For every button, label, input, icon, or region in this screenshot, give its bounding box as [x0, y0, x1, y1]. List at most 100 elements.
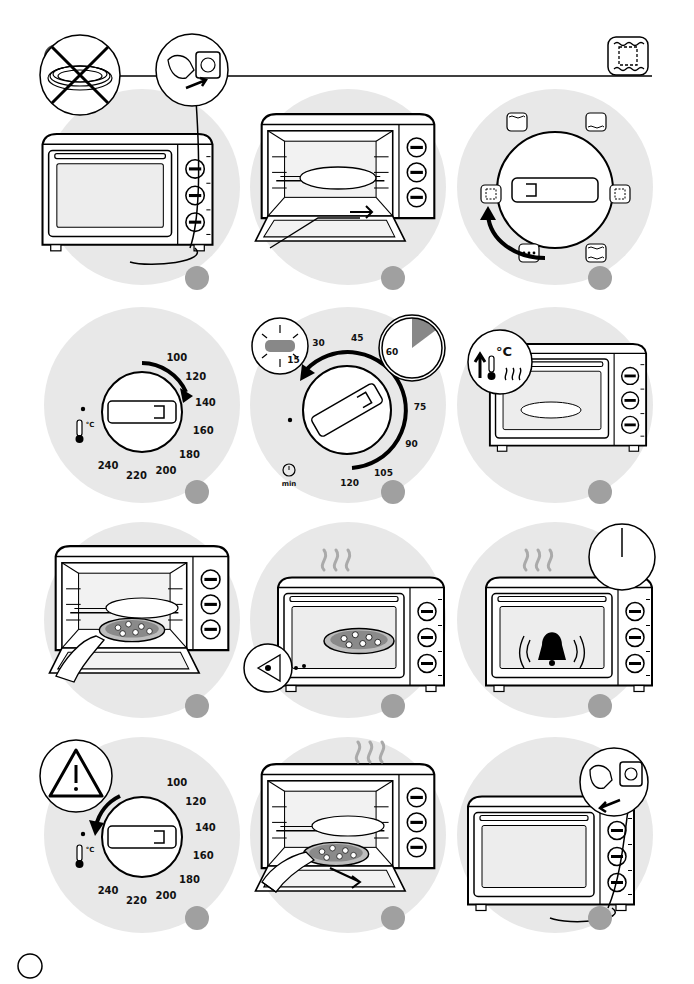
step-preheat [468, 330, 646, 451]
dial-number: 200 [156, 466, 177, 476]
dial-number: 180 [179, 875, 200, 885]
step-timer-dial [357, 392, 372, 407]
dial-number: 140 [195, 398, 216, 408]
step-function-dial [588, 247, 604, 259]
step-plug-in [190, 100, 198, 248]
dial-number: 45 [351, 333, 364, 342]
dial-number: 15 [287, 356, 300, 365]
step-plug-in [40, 35, 120, 115]
dial-number: 60 [386, 348, 399, 357]
step-timer-dial [279, 359, 280, 367]
panel-grounds [457, 89, 653, 285]
step-turn-off [77, 845, 82, 861]
step-number-badges [381, 906, 405, 930]
step-watch [302, 664, 306, 668]
step-timer-dial [382, 318, 442, 378]
step-timer-dial [252, 318, 308, 374]
step-unplug [600, 800, 620, 812]
step-number-badges [381, 480, 405, 504]
step-function-dial [588, 126, 604, 128]
step-plug-in [43, 134, 213, 251]
step-bell [621, 528, 623, 557]
panel-grounds [44, 737, 240, 933]
step-function-dial [481, 185, 501, 203]
step-number-badges [381, 694, 405, 718]
step-watch [265, 665, 271, 671]
step-bell [486, 578, 652, 692]
step-function-dial [481, 113, 630, 262]
step-remove-food [330, 868, 360, 888]
step-plug-in [186, 78, 206, 88]
step-unplug [468, 748, 648, 922]
step-number-badges [185, 480, 209, 504]
step-timer-dial [310, 382, 383, 437]
step-insert-food [56, 636, 104, 682]
step-function-dial [497, 132, 613, 248]
step-timer-dial [303, 366, 391, 454]
step-insert-tray [350, 206, 372, 218]
dial-number: 120 [185, 372, 206, 382]
unit-label: °C [86, 422, 95, 429]
step-function-dial [615, 189, 625, 199]
panel-grounds [250, 89, 446, 285]
dial-number: 240 [98, 886, 119, 896]
step-plug-in [156, 34, 228, 106]
step-function-dial [528, 252, 531, 255]
step-unplug [620, 762, 642, 786]
step-temperature-dial [81, 372, 182, 452]
step-function-dial [480, 113, 630, 262]
step-timer-dial [262, 334, 267, 338]
step-timer-dial [265, 340, 295, 352]
step-unplug [590, 766, 612, 789]
dial-number: 200 [156, 891, 177, 901]
panel-grounds [44, 307, 240, 503]
dial-number: 160 [193, 426, 214, 436]
step-remove-food [262, 852, 314, 892]
step-timer-dial [252, 315, 445, 476]
step-timer-dial [262, 354, 267, 358]
dial-number: 75 [414, 403, 427, 412]
step-function-dial [480, 206, 496, 220]
step-number-badges [588, 694, 612, 718]
panel-grounds [457, 307, 653, 503]
page-number-badge [18, 954, 42, 978]
step-unplug [608, 810, 628, 908]
step-remove-food [262, 882, 276, 892]
step-preheat [489, 356, 494, 372]
step-temperature-dial [180, 388, 193, 403]
step-insert-food [106, 598, 178, 618]
step-plug-in [196, 52, 220, 78]
step-function-dial [533, 252, 536, 255]
step-timer-dial [283, 464, 295, 476]
step-insert-tray [300, 167, 376, 189]
step-turn-off [76, 860, 84, 868]
step-preheat [475, 354, 485, 378]
dial-number: 120 [185, 797, 206, 807]
step-insert-tray [255, 114, 434, 248]
step-unplug [625, 768, 637, 780]
step-timer-dial [279, 325, 280, 333]
step-timer-dial [300, 364, 315, 381]
header [614, 43, 644, 71]
step-function-dial [507, 113, 527, 131]
step-insert-food [49, 546, 228, 682]
step-watch [278, 578, 444, 692]
step-timer-dial [293, 334, 298, 338]
dial-number: 100 [166, 778, 187, 788]
step-number-badges [185, 266, 612, 930]
step-watch [258, 655, 280, 681]
step-function-dial [486, 189, 496, 199]
step-number-badges [381, 266, 405, 290]
header [42, 75, 652, 77]
dial-number: 220 [126, 896, 147, 906]
dial-number: 100 [166, 353, 187, 363]
step-temperature-dial [76, 363, 194, 452]
step-function-dial [509, 116, 525, 118]
step-plug-in [52, 47, 108, 103]
step-remove-food [312, 816, 384, 836]
step-preheat [505, 368, 521, 380]
step-preheat [521, 402, 581, 418]
step-remove-food [356, 742, 383, 762]
header [608, 37, 648, 75]
